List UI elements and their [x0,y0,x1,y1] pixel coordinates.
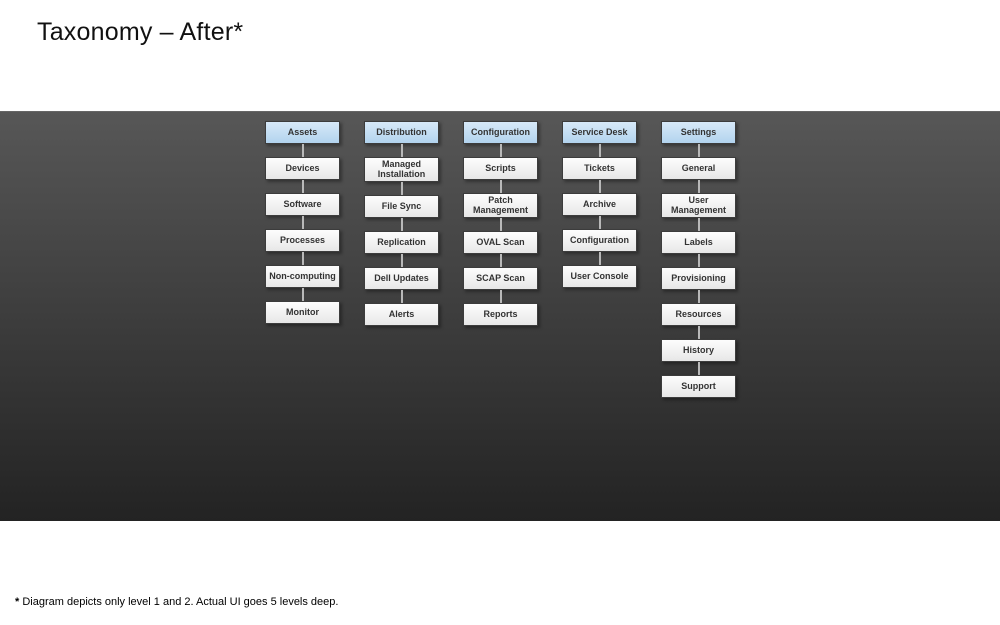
connector-line [400,218,403,231]
taxonomy-level2-node: Configuration [562,229,637,252]
taxonomy-level1-node: Service Desk [562,121,637,144]
taxonomy-level2-node: Alerts [364,303,439,326]
footnote-asterisk: * [15,596,20,608]
taxonomy-level2-node: File Sync [364,195,439,218]
connector-line [400,144,403,157]
connector-line [697,144,700,157]
connector-line [499,180,502,193]
connector-line [598,180,601,193]
footnote: * Diagram depicts only level 1 and 2. Ac… [15,596,338,608]
connector-line [301,180,304,193]
connector-line [301,288,304,301]
connector-line [697,362,700,375]
taxonomy-level2-node: Replication [364,231,439,254]
taxonomy-level2-node: Software [265,193,340,216]
taxonomy-level2-node: Processes [265,229,340,252]
footnote-text: Diagram depicts only level 1 and 2. Actu… [19,596,339,608]
connector-line [697,218,700,231]
taxonomy-level2-node: SCAP Scan [463,267,538,290]
taxonomy-level2-node: Support [661,375,736,398]
connector-line [400,254,403,267]
taxonomy-level2-node: Dell Updates [364,267,439,290]
connector-line [301,144,304,157]
connector-line [400,290,403,303]
connector-line [598,144,601,157]
connector-line [400,182,403,195]
connector-line [598,216,601,229]
connector-line [697,326,700,339]
taxonomy-level2-node: User Management [661,193,736,218]
taxonomy-level2-node: User Console [562,265,637,288]
taxonomy-level2-node: Provisioning [661,267,736,290]
taxonomy-level2-node: Tickets [562,157,637,180]
connector-line [301,216,304,229]
connector-line [499,144,502,157]
taxonomy-level1-node: Settings [661,121,736,144]
taxonomy-level2-node: General [661,157,736,180]
taxonomy-level2-node: Monitor [265,301,340,324]
connector-line [697,180,700,193]
connector-line [499,254,502,267]
connector-line [697,290,700,303]
taxonomy-level2-node: Scripts [463,157,538,180]
connector-line [697,254,700,267]
connector-line [301,252,304,265]
taxonomy-level2-node: Reports [463,303,538,326]
taxonomy-level2-node: History [661,339,736,362]
taxonomy-level2-node: Devices [265,157,340,180]
connector-line [499,290,502,303]
taxonomy-level2-node: Managed Installation [364,157,439,182]
page-title: Taxonomy – After* [37,18,244,46]
taxonomy-level1-node: Assets [265,121,340,144]
taxonomy-level1-node: Distribution [364,121,439,144]
connector-line [499,218,502,231]
taxonomy-level2-node: Patch Management [463,193,538,218]
taxonomy-level2-node: Labels [661,231,736,254]
taxonomy-level2-node: Archive [562,193,637,216]
taxonomy-level1-node: Configuration [463,121,538,144]
connector-line [598,252,601,265]
taxonomy-level2-node: OVAL Scan [463,231,538,254]
taxonomy-level2-node: Non-computing [265,265,340,288]
taxonomy-level2-node: Resources [661,303,736,326]
